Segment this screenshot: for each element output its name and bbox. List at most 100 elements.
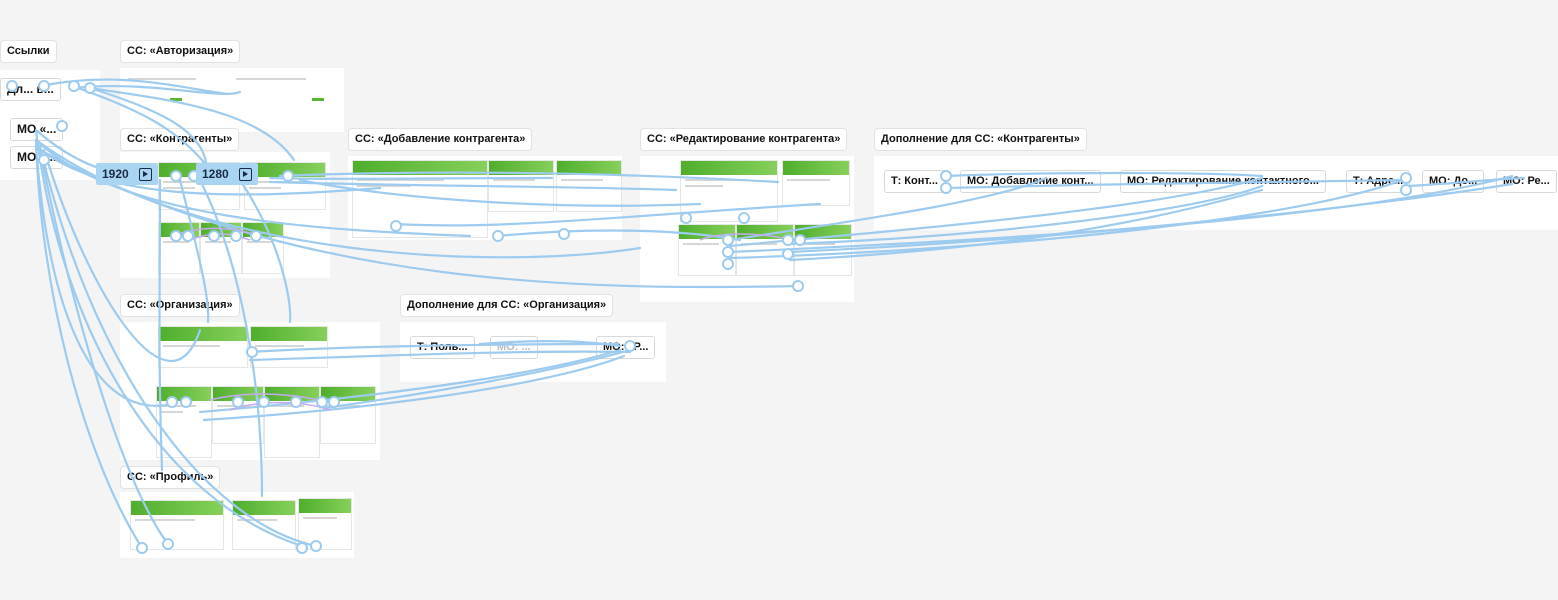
links-label[interactable]: Ссылки (0, 40, 57, 63)
frame-line (237, 519, 278, 521)
links-dl-chip[interactable]: Дл... в... (0, 78, 61, 101)
organization-frame-5[interactable] (264, 386, 320, 458)
organization-frame-6[interactable] (320, 386, 376, 444)
links-mo-chip-2[interactable]: МО «... (10, 146, 64, 169)
organization-addon-t-pol[interactable]: Т: Поль... (410, 336, 475, 359)
add-kontragent-frame-2[interactable] (488, 160, 554, 212)
frame-header (159, 223, 199, 237)
profile-frame-1[interactable] (130, 500, 224, 550)
organization-addon-mid[interactable]: МО: ... (490, 336, 538, 359)
viewport-tag-1280[interactable]: 1280 (196, 163, 258, 185)
frame-header (243, 223, 283, 237)
profile-frame-2[interactable] (232, 500, 296, 550)
frame-line (135, 519, 195, 521)
viewport-tag-label: 1920 (102, 167, 129, 181)
frame-header (321, 387, 375, 401)
links-mo-chip-1[interactable]: МО «... (10, 118, 64, 141)
frame-line (163, 241, 189, 243)
frame-line (325, 405, 361, 407)
add-kontragent-frame-3[interactable] (556, 160, 622, 212)
frame-line (236, 78, 307, 80)
kontragenty-label[interactable]: СС: «Контрагенты» (120, 128, 240, 151)
frame-line (249, 187, 281, 189)
auth-frame-1[interactable] (124, 74, 229, 128)
frame-header (251, 327, 327, 341)
viewport-tag-1920[interactable]: 1920 (96, 163, 158, 185)
frame-header (795, 225, 851, 239)
frame-header (489, 161, 553, 175)
frame-line (163, 187, 195, 189)
frame-header (737, 225, 793, 239)
frame-header (265, 387, 319, 401)
frame-line (161, 405, 197, 407)
frame-line (493, 179, 535, 181)
frame-header (157, 387, 211, 401)
frame-line (787, 179, 830, 181)
kontragenty-addon-mo-edit[interactable]: МО: Редактирование контактного... (1120, 170, 1326, 193)
viewport-tag-label: 1280 (202, 167, 229, 181)
edit-kontragent-frame-3[interactable] (678, 224, 736, 276)
frame-line (685, 185, 724, 187)
play-icon (238, 167, 252, 181)
login-button-preview (170, 98, 182, 101)
frame-line (741, 243, 778, 245)
profile-frame-3[interactable] (298, 498, 352, 550)
kontragenty-addon-label[interactable]: Дополнение для СС: «Контрагенты» (874, 128, 1087, 151)
auth-label[interactable]: СС: «Авторизация» (120, 40, 241, 63)
frame-header (783, 161, 849, 175)
frame-line (255, 345, 305, 347)
frame-line (163, 345, 221, 347)
organization-frame-1[interactable] (158, 326, 248, 368)
frame-header (201, 223, 241, 237)
kontragenty-frame-c[interactable] (242, 222, 284, 274)
edit-kontragent-frame-1[interactable] (680, 160, 778, 222)
frame-line (799, 243, 836, 245)
add-kontragent-label[interactable]: СС: «Добавление контрагента» (348, 128, 533, 151)
frame-line (357, 179, 445, 181)
frame-header (557, 161, 621, 175)
frame-header (299, 499, 351, 513)
frame-header (159, 327, 247, 341)
organization-frame-3[interactable] (156, 386, 212, 458)
profile-label[interactable]: СС: «Профиль» (120, 466, 221, 489)
frame-line (217, 405, 250, 407)
kontragenty-frame-b[interactable] (200, 222, 242, 274)
frame-line (303, 517, 337, 519)
edit-kontragent-label[interactable]: СС: «Редактирование контрагента» (640, 128, 848, 151)
frame-header (131, 501, 223, 515)
kontragenty-addon-mo-do[interactable]: МО: До... (1422, 170, 1485, 193)
edit-kontragent-frame-2[interactable] (782, 160, 850, 206)
frame-header (679, 225, 735, 239)
organization-frame-2[interactable] (250, 326, 328, 368)
kontragenty-addon-mo-re[interactable]: МО: Ре... (1496, 170, 1557, 193)
add-kontragent-frame-1[interactable] (352, 160, 488, 238)
frame-line (357, 185, 411, 187)
edit-kontragent-frame-5[interactable] (794, 224, 852, 276)
organization-addon-label[interactable]: Дополнение для СС: «Организация» (400, 294, 614, 317)
frame-line (128, 78, 197, 80)
organization-frame-4[interactable] (212, 386, 264, 444)
frame-line (247, 241, 273, 243)
login-button-preview (312, 98, 324, 101)
kontragenty-frame-a[interactable] (158, 222, 200, 274)
kontragenty-addon-mo-add[interactable]: МО: Добавление конт... (960, 170, 1101, 193)
frame-header (353, 161, 487, 175)
organization-label[interactable]: СС: «Организация» (120, 294, 240, 317)
frame-line (205, 241, 231, 243)
frame-header (681, 161, 777, 175)
frame-line (683, 243, 720, 245)
kontragenty-addon-section (874, 156, 1558, 230)
kontragenty-addon-t-addr[interactable]: Т: Адре... (1346, 170, 1411, 193)
organization-addon-mo-r[interactable]: МО: «Р... (596, 336, 656, 359)
frame-line (161, 411, 183, 413)
auth-frame-2[interactable] (232, 74, 340, 128)
edit-kontragent-frame-4[interactable] (736, 224, 794, 276)
play-icon (138, 167, 152, 181)
frame-line (269, 405, 305, 407)
kontragenty-addon-t-kont[interactable]: Т: Конт... (884, 170, 945, 193)
frame-header (213, 387, 263, 401)
frame-line (685, 179, 748, 181)
frame-line (561, 179, 603, 181)
frame-header (233, 501, 295, 515)
